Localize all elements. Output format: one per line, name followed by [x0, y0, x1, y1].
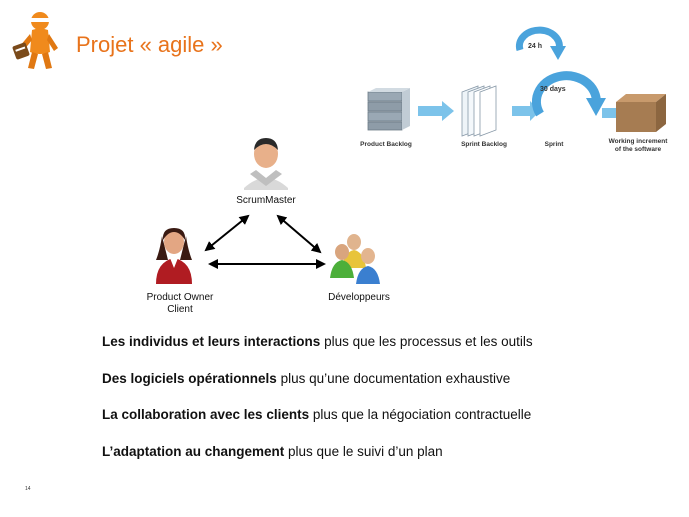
product-owner-label-line1: Product Owner — [146, 292, 214, 303]
agile-value-1: Les individus et leurs interactions plus… — [102, 334, 533, 349]
scrummaster-avatar-icon — [244, 138, 288, 190]
product-backlog-icon — [367, 88, 410, 131]
page-number: 14 — [25, 486, 31, 492]
stage-label-working-increment-line2: of the software — [614, 146, 662, 153]
agile-value-4-rest: plus que le suivi d’un plan — [284, 444, 443, 459]
roles-diagram — [156, 138, 380, 284]
slide-title: Projet « agile » — [76, 32, 223, 57]
agile-value-1-rest: plus que les processus et les outils — [320, 334, 533, 349]
stage-label-sprint: Sprint — [544, 141, 564, 148]
developers-group-icon — [330, 234, 380, 284]
arrow-sm-dev — [276, 214, 322, 254]
agile-value-3-rest: plus que la négociation contractuelle — [309, 407, 532, 422]
stage-label-sprint-backlog: Sprint Backlog — [461, 141, 507, 148]
stage-label-working-increment: Working increment of the software — [602, 138, 674, 154]
agile-value-3-bold: La collaboration avec les clients — [102, 407, 310, 422]
agile-value-3: La collaboration avec les clients plus q… — [102, 407, 531, 422]
sprint-loop-label: 30 days — [540, 86, 566, 93]
daily-loop-label: 24 h — [528, 43, 542, 50]
sprint-loop-icon — [515, 26, 606, 117]
agile-value-4-bold: L’adaptation au changement — [102, 444, 285, 459]
product-box-icon — [616, 94, 666, 132]
mascot-icon — [12, 12, 58, 69]
scrum-process-diagram: 24 h 30 days — [367, 26, 666, 137]
stage-label-working-increment-line1: Working increment — [608, 138, 668, 145]
arrow-sm-po — [204, 214, 250, 252]
agile-value-2-rest: plus qu’une documentation exhaustive — [276, 371, 511, 386]
agile-value-2: Des logiciels opérationnels plus qu’une … — [102, 371, 510, 386]
flow-arrow-1 — [418, 101, 454, 121]
product-owner-avatar-icon — [156, 228, 192, 284]
sprint-backlog-icon — [461, 85, 497, 137]
agile-value-2-bold: Des logiciels opérationnels — [102, 371, 277, 386]
product-owner-label: Product Owner Client — [130, 292, 230, 316]
developers-label: Développeurs — [328, 292, 390, 303]
scrummaster-label: ScrumMaster — [236, 195, 296, 206]
product-owner-label-line2: Client — [167, 304, 193, 315]
stage-label-product-backlog: Product Backlog — [360, 141, 412, 148]
agile-value-4: L’adaptation au changement plus que le s… — [102, 444, 443, 459]
agile-value-1-bold: Les individus et leurs interactions — [102, 334, 321, 349]
